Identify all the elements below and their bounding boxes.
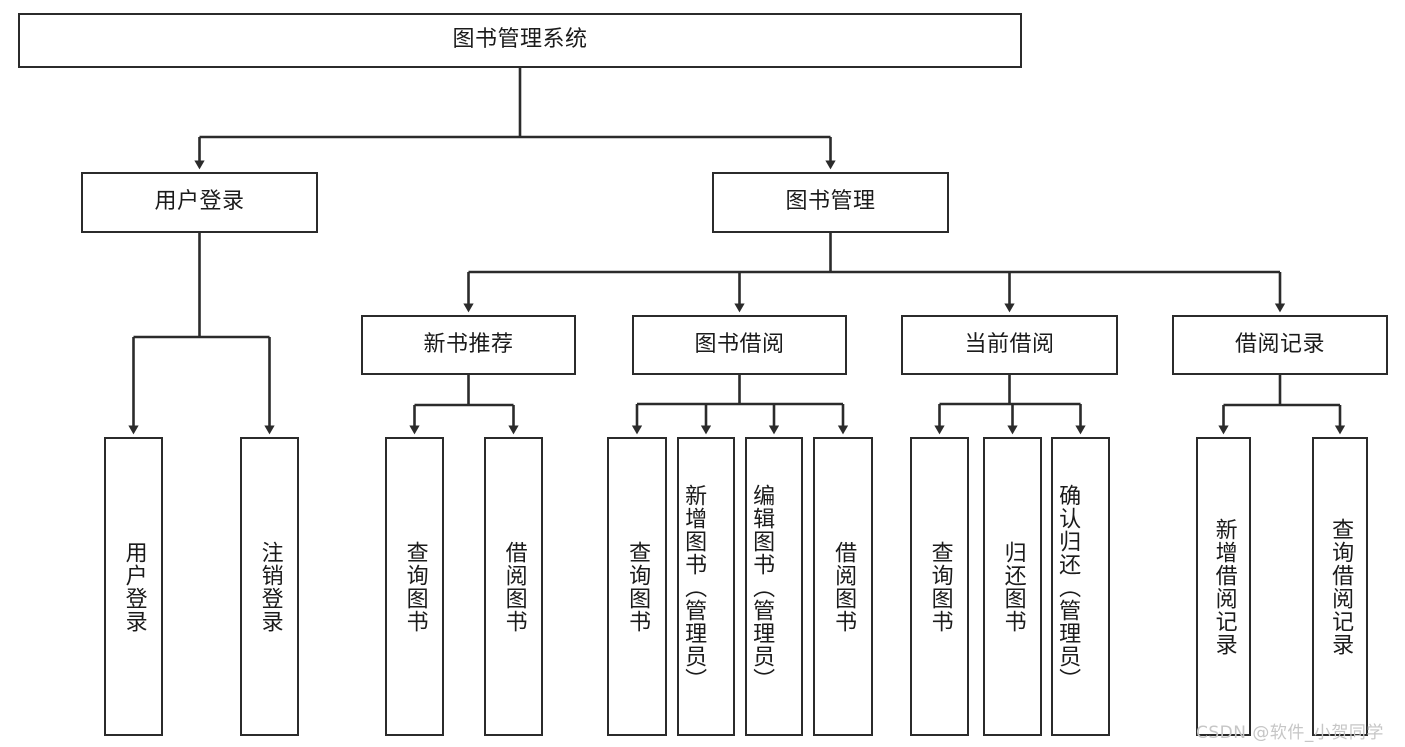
node-label: 图书管理: [785, 189, 876, 215]
node-label: 借阅图书: [501, 540, 527, 633]
node-leaf-query-record[interactable]: 查询借阅记录: [1312, 437, 1368, 736]
node-label: 查询图书: [402, 540, 428, 633]
node-book-manage[interactable]: 图书管理: [712, 172, 949, 233]
node-label: 用户登录: [154, 189, 245, 215]
node-leaf-borrow-book-2[interactable]: 借阅图书: [813, 437, 873, 736]
node-label: 借阅记录: [1234, 331, 1325, 357]
node-leaf-edit-book[interactable]: 编辑图书（管理员）: [745, 437, 803, 736]
node-borrow-record[interactable]: 借阅记录: [1172, 315, 1388, 375]
node-new-book-rec[interactable]: 新书推荐: [361, 315, 576, 375]
node-user-login[interactable]: 用户登录: [81, 172, 318, 233]
node-leaf-query-book-1[interactable]: 查询图书: [385, 437, 444, 736]
node-leaf-borrow-book-1[interactable]: 借阅图书: [484, 437, 543, 736]
node-leaf-query-book-2[interactable]: 查询图书: [607, 437, 667, 736]
node-label: 借阅图书: [831, 540, 857, 633]
node-label: 新增图书（管理员）: [681, 484, 707, 691]
node-leaf-user-login[interactable]: 用户登录: [104, 437, 163, 736]
node-label: 图书借阅: [694, 331, 785, 357]
node-leaf-add-record[interactable]: 新增借阅记录: [1196, 437, 1251, 736]
node-label: 新书推荐: [423, 331, 514, 357]
node-book-borrow[interactable]: 图书借阅: [632, 315, 847, 375]
node-label: 确认归还（管理员）: [1055, 484, 1081, 691]
node-root[interactable]: 图书管理系统: [18, 13, 1022, 68]
node-label: 注销登录: [257, 540, 283, 633]
node-current-borrow[interactable]: 当前借阅: [901, 315, 1118, 375]
node-label: 用户登录: [121, 540, 147, 633]
node-leaf-add-book[interactable]: 新增图书（管理员）: [677, 437, 735, 736]
csdn-watermark: CSDN @软件_小贺同学: [1196, 723, 1384, 743]
node-label: 查询图书: [927, 540, 953, 633]
node-label: 查询图书: [625, 540, 651, 633]
node-leaf-logout[interactable]: 注销登录: [240, 437, 299, 736]
node-leaf-confirm-return[interactable]: 确认归还（管理员）: [1051, 437, 1110, 736]
node-label: 新增借阅记录: [1211, 517, 1237, 656]
node-label: 查询借阅记录: [1328, 517, 1354, 656]
node-label: 图书管理系统: [452, 27, 588, 53]
node-label: 编辑图书（管理员）: [749, 484, 775, 691]
node-leaf-query-book-3[interactable]: 查询图书: [910, 437, 969, 736]
node-leaf-return-book[interactable]: 归还图书: [983, 437, 1042, 736]
node-label: 当前借阅: [964, 331, 1055, 357]
node-label: 归还图书: [1000, 540, 1026, 633]
